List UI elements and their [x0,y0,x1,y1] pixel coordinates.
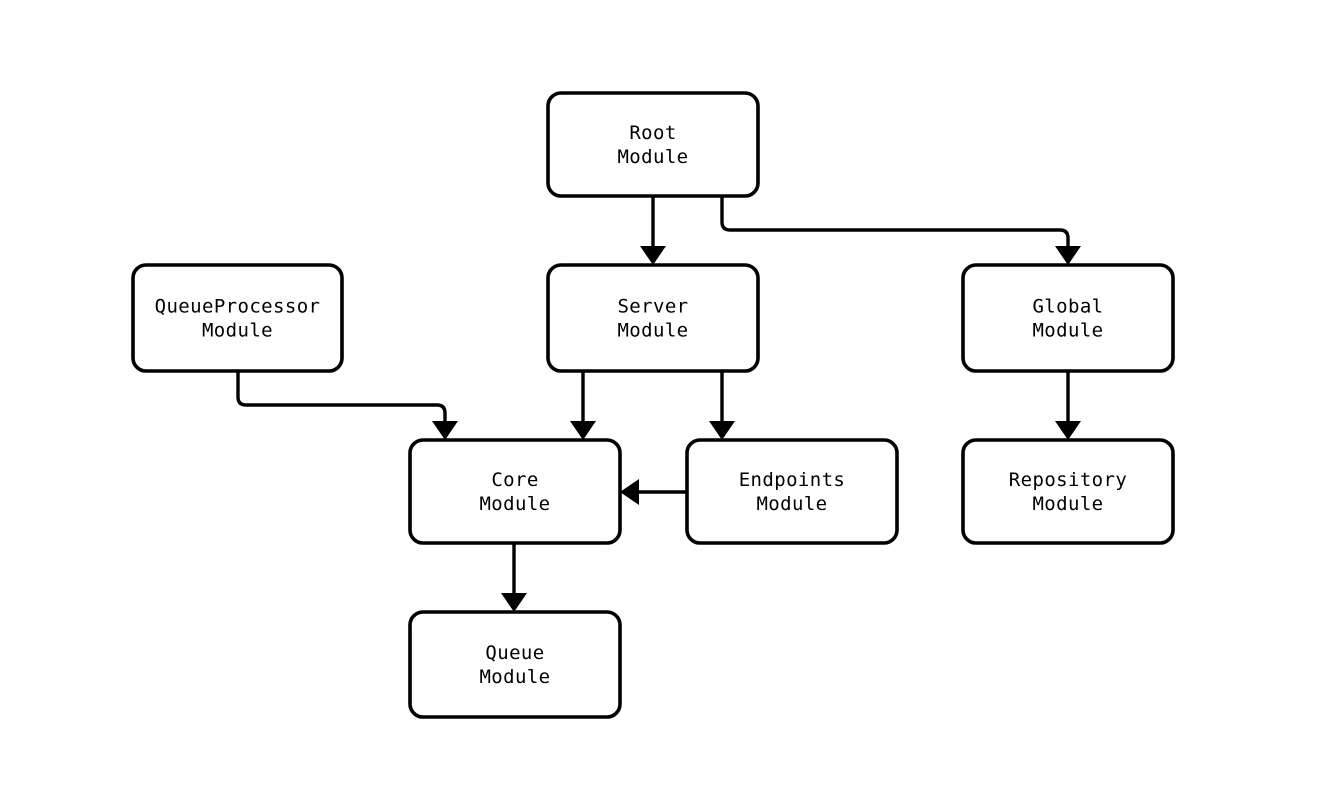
edge-queueprocessor-to-core [236,371,458,440]
node-label-line1: Queue [485,642,544,664]
edge-arrowhead-icon [501,593,527,612]
edge-arrowhead-icon [620,479,639,505]
edge-root-to-global [720,196,1081,265]
node-label-line2: Module [1032,493,1103,515]
node-label-line1: Repository [1009,469,1127,491]
edge-root-to-server [640,196,666,265]
node-label-line1: Root [629,122,676,144]
node-label-line1: QueueProcessor [155,296,321,318]
node-box[interactable] [961,263,1175,373]
node-label-line1: Core [491,469,538,491]
edges-layer [236,196,1081,612]
edge-arrowhead-icon [570,421,596,440]
node-label-line2: Module [756,493,827,515]
node-box[interactable] [131,263,344,373]
edge-arrowhead-icon [709,421,735,440]
node-label-line1: Server [617,296,688,318]
edge-line [236,371,447,423]
node-label-line1: Global [1032,296,1103,318]
node-label-line2: Module [1032,320,1103,342]
node-label-line1: Endpoints [739,469,846,491]
node-box[interactable] [408,610,622,719]
node-box[interactable] [685,438,899,545]
node-box[interactable] [546,91,760,198]
node-label-line2: Module [479,666,550,688]
node-label-line2: Module [617,320,688,342]
edge-core-to-queue [501,543,527,612]
node-box[interactable] [546,263,760,373]
edge-arrowhead-icon [1055,421,1081,440]
nodes-layer: RootModuleQueueProcessorModuleServerModu… [131,91,1175,719]
edge-arrowhead-icon [432,421,458,440]
edge-global-to-repository [1055,371,1081,440]
node-label-line2: Module [617,146,688,168]
node-label-line2: Module [479,493,550,515]
edge-endpoints-to-core [620,479,687,505]
edge-server-to-core [570,371,596,440]
node-box[interactable] [408,438,622,545]
edge-arrowhead-icon [1055,246,1081,265]
edge-line [720,196,1070,248]
node-box[interactable] [961,438,1175,545]
edge-arrowhead-icon [640,246,666,265]
node-label-line2: Module [202,320,273,342]
edge-server-to-endpoints [709,371,735,440]
